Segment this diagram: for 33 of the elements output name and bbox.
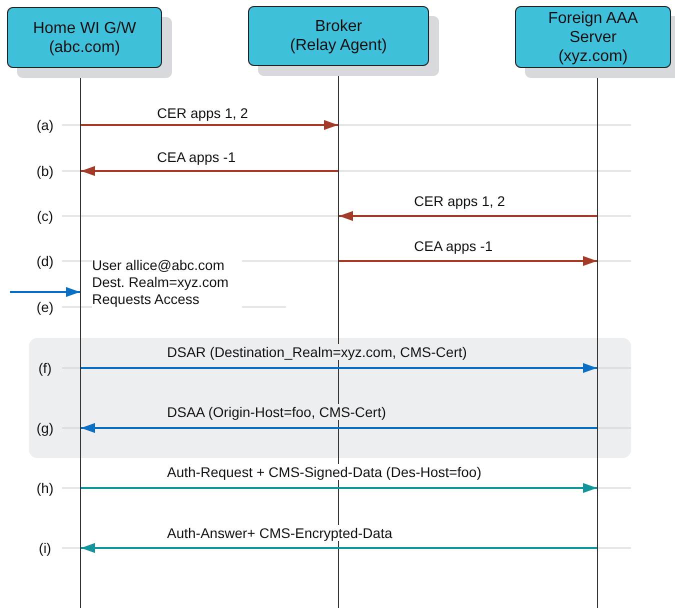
edge-label: CEA apps -1 [412,238,495,254]
step-label: (a) [36,117,54,133]
message-arrow [81,120,338,130]
participant-name: Foreign AAA Server [547,8,639,46]
participant-domain: (Relay Agent) [290,36,387,55]
message-arrow [10,287,80,297]
message-arrow [339,211,597,221]
message-arrow [81,543,597,553]
step-label: (b) [36,163,54,179]
edge-label: DSAA (Origin-Host=foo, CMS-Cert) [165,404,388,420]
edge-label: CER apps 1, 2 [155,105,250,121]
message-arrow [81,363,597,373]
step-label: (h) [36,480,54,496]
participant-name: Broker [314,17,362,36]
edge-label: CEA apps -1 [155,149,238,165]
message-arrow [81,423,597,433]
step-label: (d) [36,253,54,269]
participant-domain: (xyz.com) [558,46,628,66]
edge-label: Auth-Answer+ CMS-Encrypted-Data [165,525,394,541]
edge-label: Auth-Request + CMS-Signed-Data (Des-Host=foo) [165,464,484,480]
message-arrow [339,256,597,266]
participant-name: Home WI G/W [32,18,136,38]
step-label: (g) [36,420,54,436]
edge-label: DSAR (Destination_Realm=xyz.com, CMS-Cert) [165,344,469,360]
message-arrow [81,166,338,176]
step-label: (c) [36,208,54,224]
step-label: (e) [36,299,54,315]
participant-domain: (abc.com) [48,38,120,56]
edge-label: CER apps 1, 2 [412,193,508,209]
step-label: (f) [38,360,52,376]
message-arrow [81,483,597,493]
step-label: (i) [38,540,52,556]
note-text: User allice@abc.com Dest. Realm=xyz.com Requests Access [92,257,242,308]
